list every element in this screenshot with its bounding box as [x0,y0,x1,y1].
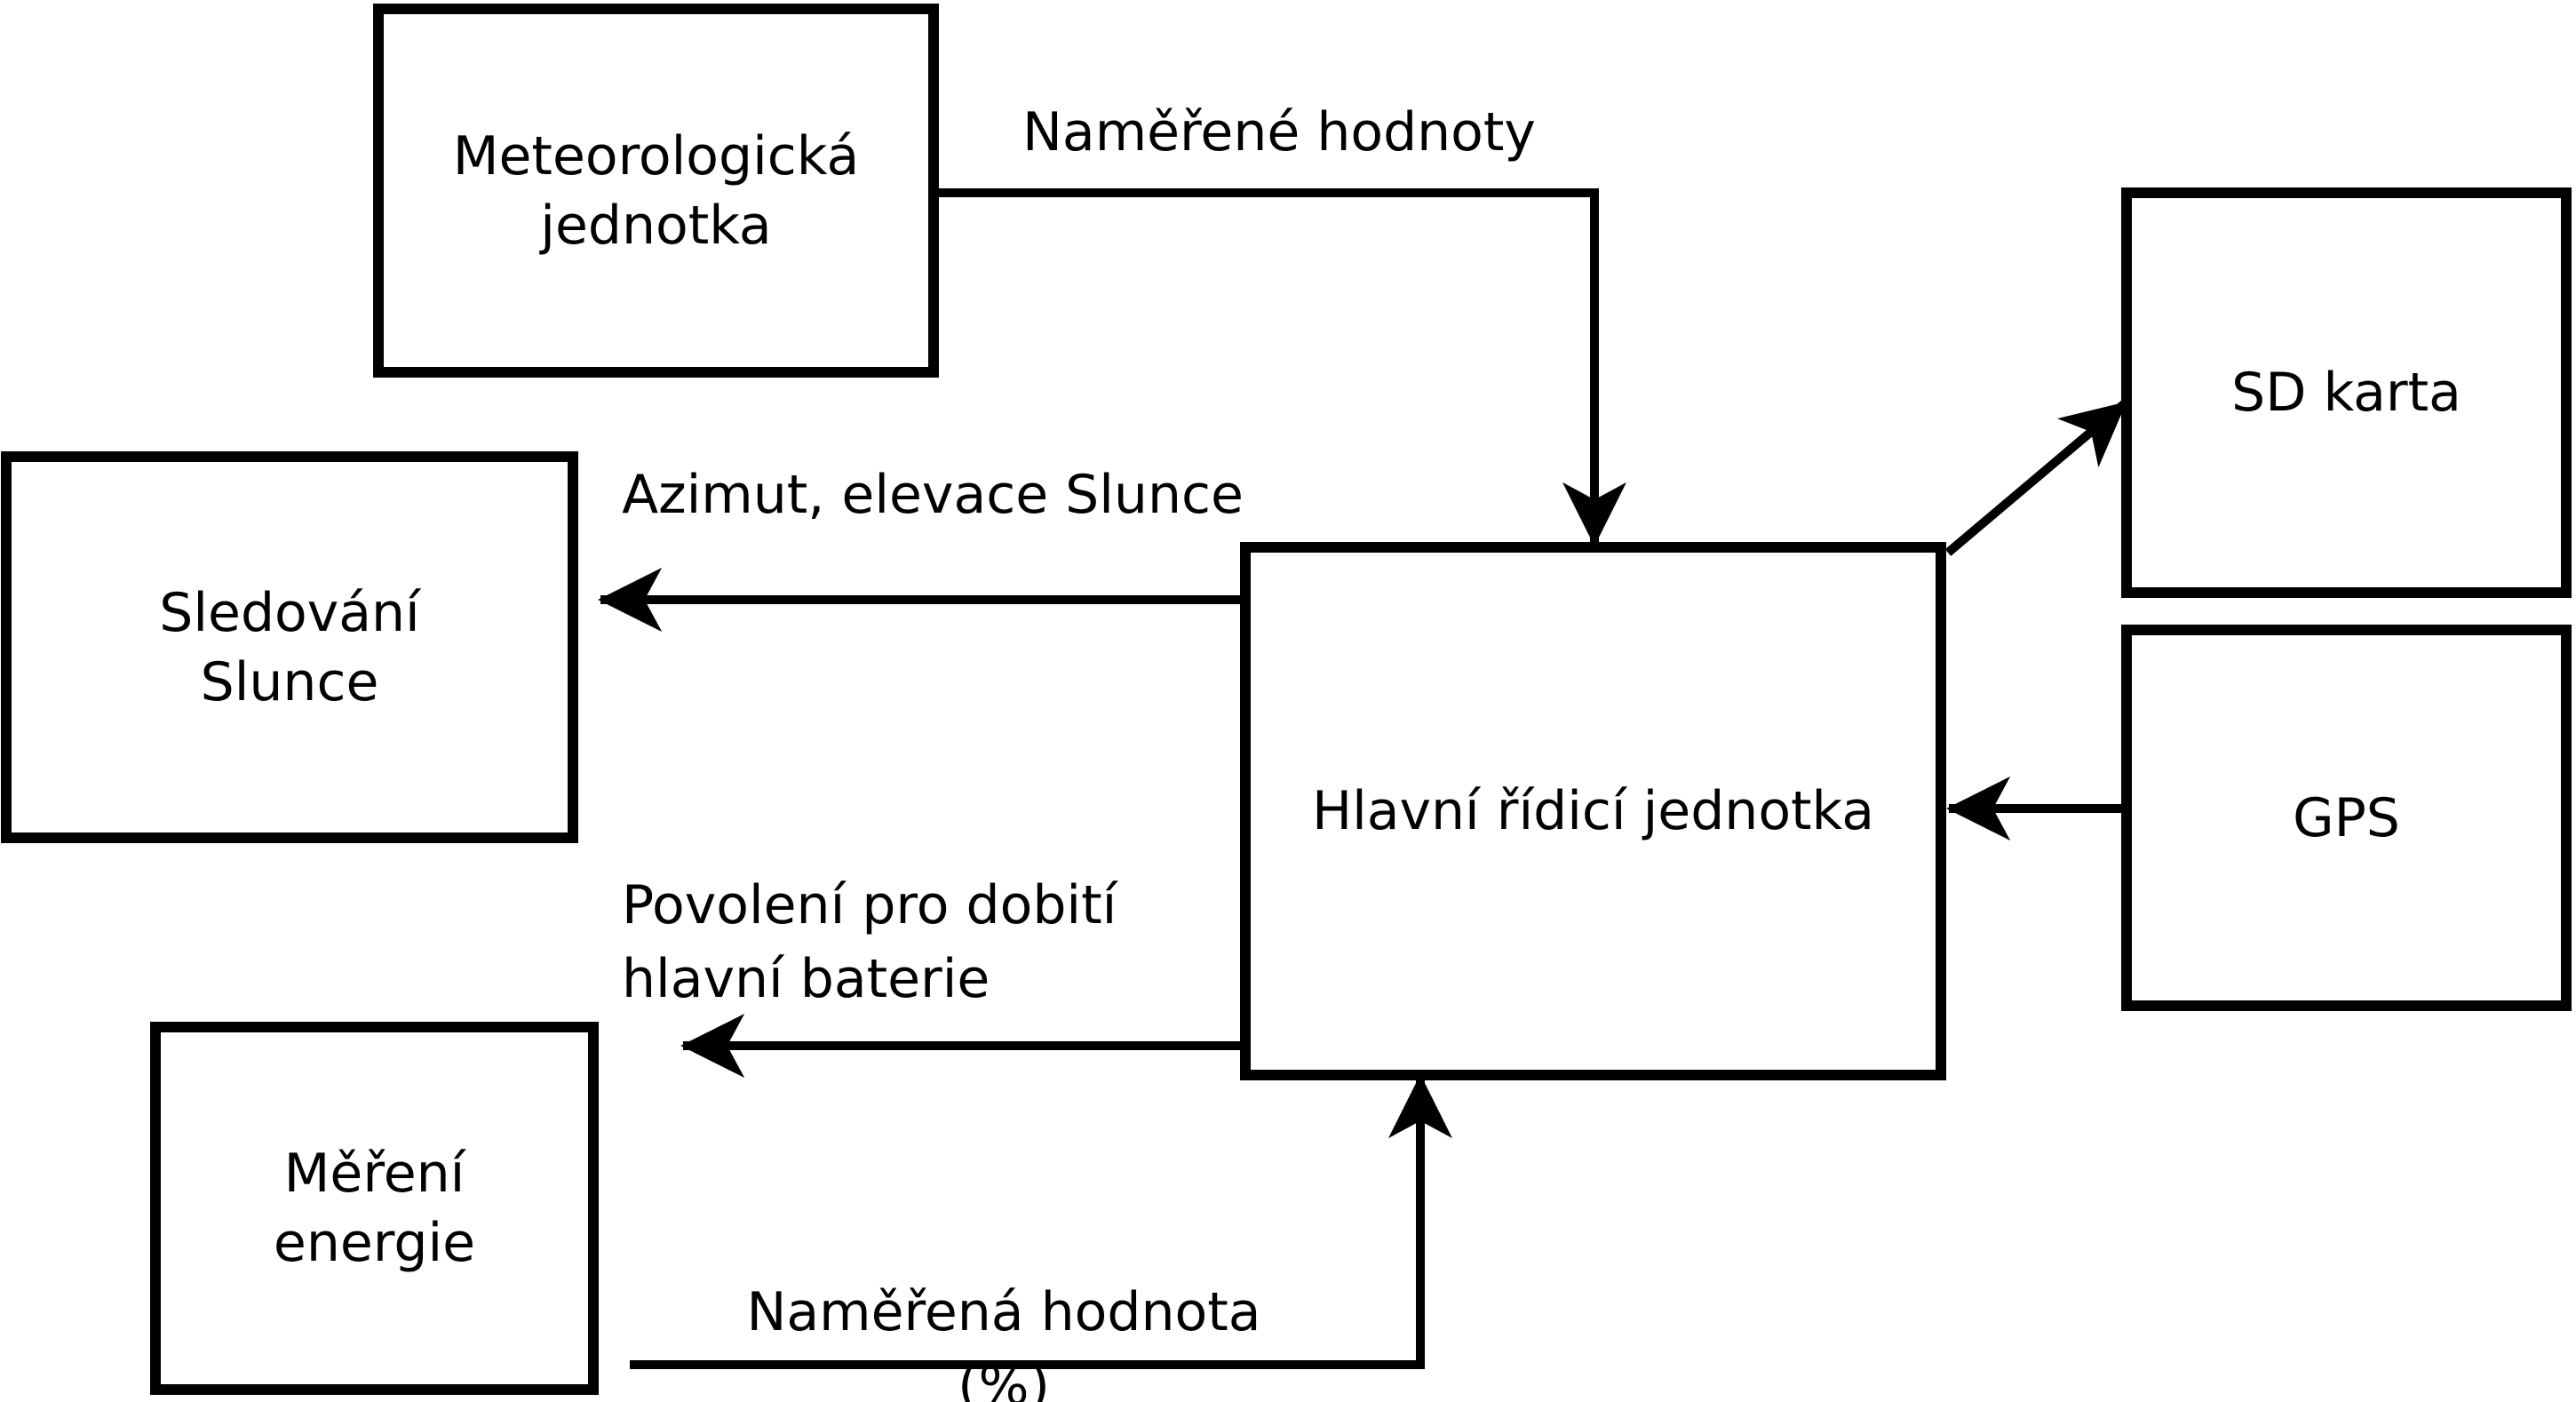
edge-label-azimut-elevace-slunce: Azimut, elevace Slunce [622,464,1244,526]
node-meteorologicka-jednotka-label: Meteorologická jednotka [452,124,860,257]
node-mereni-energie-label: Měření energie [273,1143,476,1274]
edge-meteo-to-hlavni [939,188,1626,546]
node-hlavni-ridici-jednotka-label: Hlavní řídicí jednotka [1311,780,1875,842]
edge-label-povoleni-pro-dobiti: Povolení pro dobití hlavní baterie [622,874,1117,1010]
node-hlavni-ridici-jednotka: Hlavní řídicí jednotka [1240,542,1946,1080]
node-sd-karta-label: SD karta [2231,362,2461,424]
node-meteorologicka-jednotka: Meteorologická jednotka [373,4,939,378]
edge-label-namerene-hodnoty: Naměřené hodnoty [1022,101,1536,163]
node-sledovani-slunce-label: Sledování Slunce [159,581,420,713]
node-gps-label: GPS [2293,786,2400,849]
edge-mereni-to-hlavni [630,1074,1452,1369]
node-mereni-energie: Měření energie [150,1022,599,1395]
edge-hlavni-to-sd [1944,400,2128,556]
edge-label-namerena-hodnota: Naměřená hodnota (%) [746,1281,1261,1402]
node-gps: GPS [2121,625,2572,1011]
node-sd-karta: SD karta [2121,187,2572,598]
node-sledovani-slunce: Sledování Slunce [1,451,578,843]
